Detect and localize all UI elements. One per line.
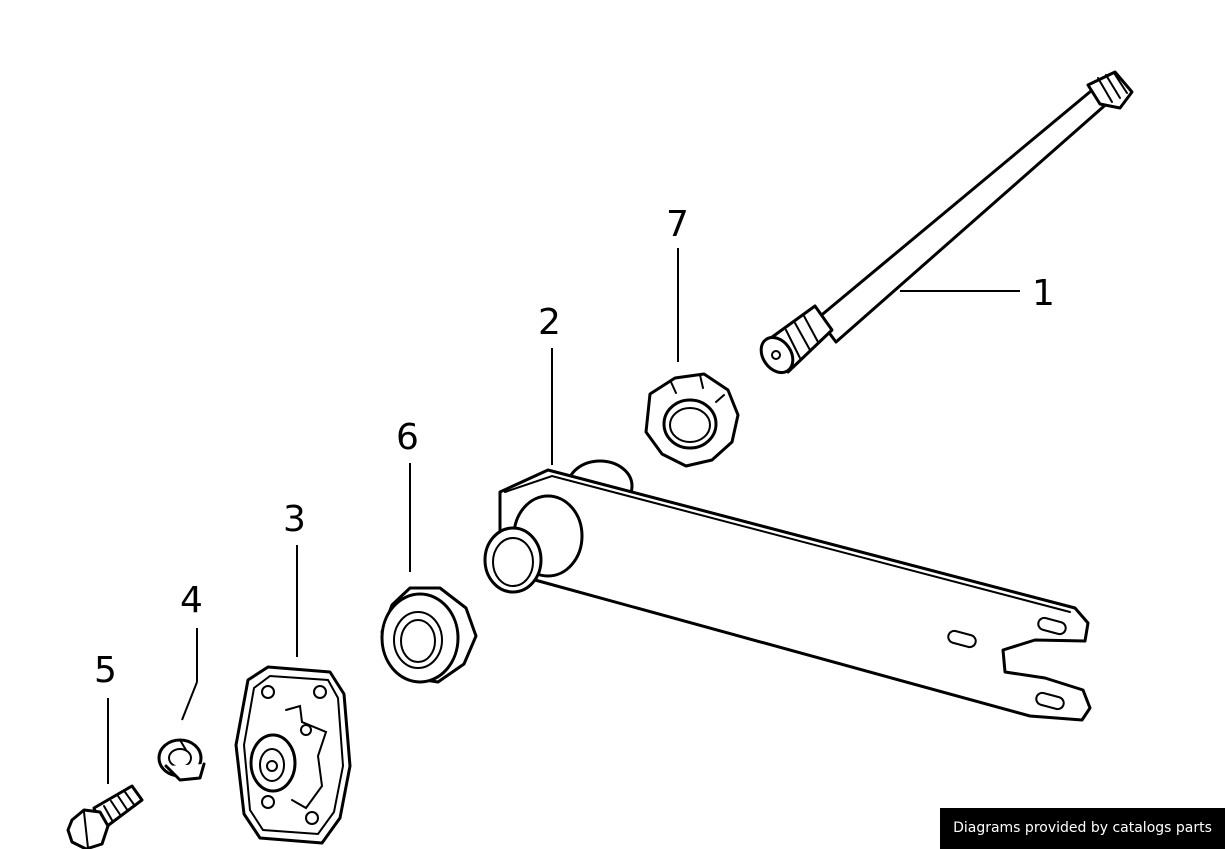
callout-2: 2 <box>538 302 561 343</box>
callout-1: 1 <box>1032 273 1055 314</box>
part-1-shaft <box>759 70 1134 375</box>
leader-4-tail <box>181 681 198 721</box>
credit-banner: Diagrams provided by catalogs parts <box>940 808 1225 849</box>
callout-7: 7 <box>666 204 689 245</box>
part-5-hex-bolt <box>66 784 144 849</box>
callout-3: 3 <box>283 499 306 540</box>
part-2-lever-arm <box>483 459 1092 722</box>
callout-5: 5 <box>94 650 117 691</box>
callout-4: 4 <box>180 580 203 621</box>
part-7-castle-nut <box>644 372 740 468</box>
part-4-lock-washer <box>157 738 206 782</box>
part-3-flange <box>234 665 352 845</box>
callout-6: 6 <box>396 417 419 458</box>
part-6-bushing <box>380 586 478 684</box>
